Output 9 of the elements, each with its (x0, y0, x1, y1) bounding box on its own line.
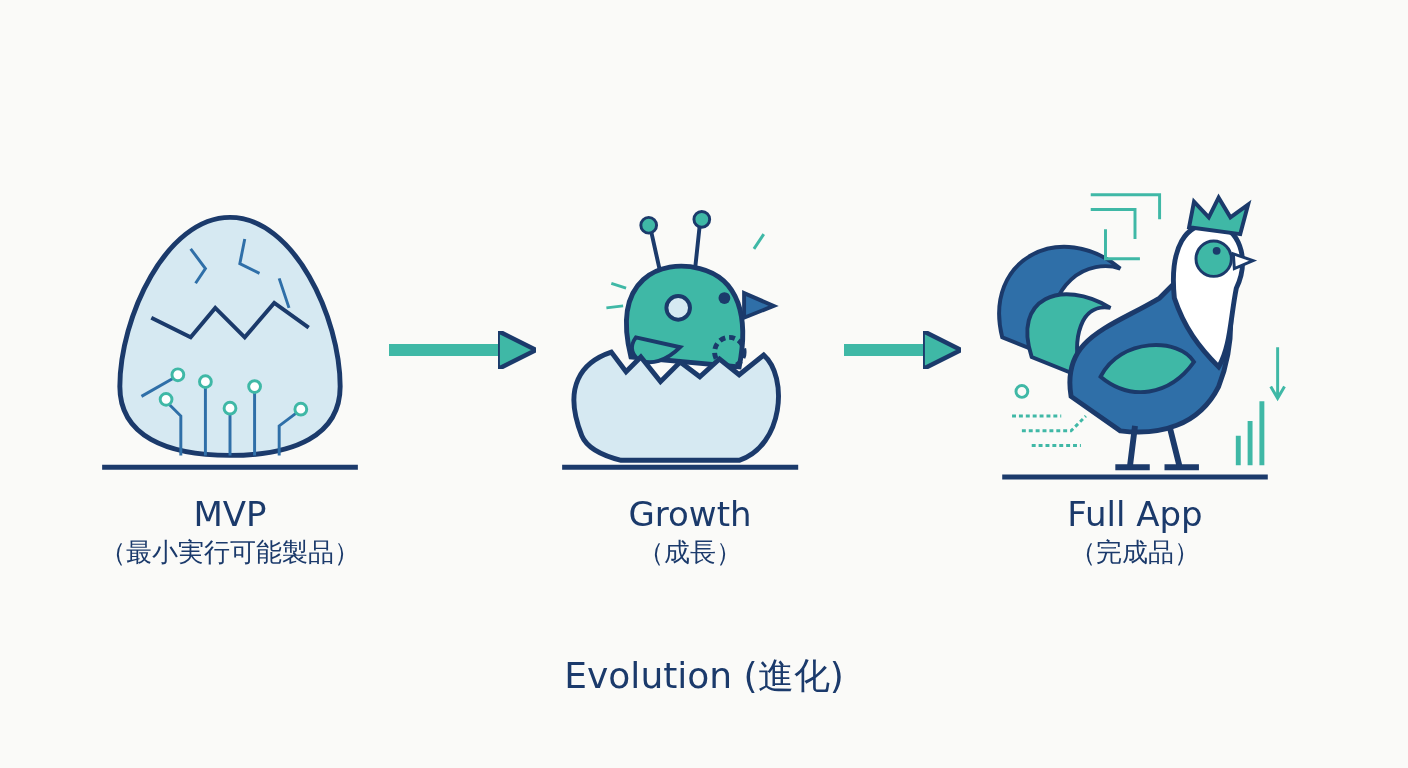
stage-subtitle: （完成品） (1070, 536, 1200, 569)
arrow (844, 328, 964, 372)
stage-subtitle: （成長） (638, 536, 742, 569)
stage-label: Full App (1067, 494, 1203, 534)
caption: Evolution (進化) (564, 655, 844, 696)
arrow (389, 328, 539, 372)
stage-subtitle: （最小実行可能製品） (100, 536, 360, 569)
stage-label: Growth (628, 494, 752, 534)
stage-label: MVP (193, 494, 267, 534)
